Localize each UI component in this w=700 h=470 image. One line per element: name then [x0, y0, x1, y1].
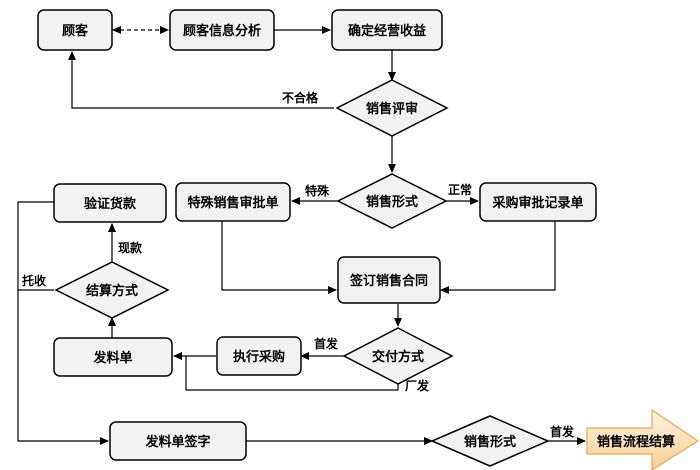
- node-sign: 发料单签字: [109, 421, 247, 461]
- label-cash: 现款: [118, 240, 143, 255]
- svg-text:销售形式: 销售形式: [464, 434, 516, 450]
- edge-delivery-factory: [185, 356, 399, 391]
- node-analysis: 顾客信息分析: [169, 9, 275, 51]
- label-unqualified: 不合格: [282, 90, 319, 105]
- svg-text:特殊销售审批单: 特殊销售审批单: [187, 195, 278, 211]
- label-special: 特殊: [305, 183, 330, 198]
- node-verify: 验证货款: [53, 183, 167, 223]
- node-settle: 结算方式: [54, 261, 170, 319]
- svg-text:销售评审: 销售评审: [366, 101, 418, 117]
- edge-review-customer: [68, 51, 334, 109]
- svg-text:确定经营收益: 确定经营收益: [348, 23, 426, 39]
- edge-special-contract: [221, 221, 337, 294]
- node-purchase-record: 采购审批记录单: [479, 182, 597, 222]
- node-execute: 执行采购: [216, 336, 302, 376]
- node-contract: 签订销售合同: [337, 256, 441, 304]
- label-first-1: 首发: [314, 336, 339, 351]
- svg-text:验证货款: 验证货款: [84, 196, 137, 212]
- svg-text:发料单: 发料单: [92, 350, 132, 366]
- label-consign: 托收: [22, 273, 46, 288]
- node-delivery: 交付方式: [342, 327, 454, 385]
- label-first-2: 首发: [550, 424, 575, 439]
- svg-text:顾客信息分析: 顾客信息分析: [183, 23, 261, 39]
- node-form1: 销售形式: [336, 173, 448, 229]
- svg-text:发料单签字: 发料单签字: [144, 434, 210, 450]
- label-normal: 正常: [448, 182, 472, 197]
- edge-verify-sign: [17, 201, 109, 445]
- node-form2: 销售形式: [430, 415, 550, 467]
- svg-text:结算方式: 结算方式: [86, 283, 138, 299]
- svg-text:采购审批记录单: 采购审批记录单: [491, 195, 583, 211]
- svg-text:交付方式: 交付方式: [372, 349, 424, 365]
- svg-text:销售流程结算: 销售流程结算: [597, 434, 675, 450]
- svg-text:销售形式: 销售形式: [366, 194, 418, 210]
- node-review: 销售评审: [335, 79, 449, 137]
- node-revenue: 确定经营收益: [331, 9, 443, 51]
- node-end-arrow: 销售流程结算: [586, 408, 700, 470]
- svg-text:签订销售合同: 签订销售合同: [349, 273, 428, 289]
- svg-text:顾客: 顾客: [62, 23, 89, 39]
- edge-purchase-contract: [440, 221, 556, 294]
- node-customer: 顾客: [37, 9, 113, 51]
- svg-text:执行采购: 执行采购: [233, 349, 285, 365]
- label-factory: 厂发: [405, 378, 430, 393]
- node-dispatch: 发料单: [53, 337, 173, 377]
- node-special: 特殊销售审批单: [175, 182, 291, 222]
